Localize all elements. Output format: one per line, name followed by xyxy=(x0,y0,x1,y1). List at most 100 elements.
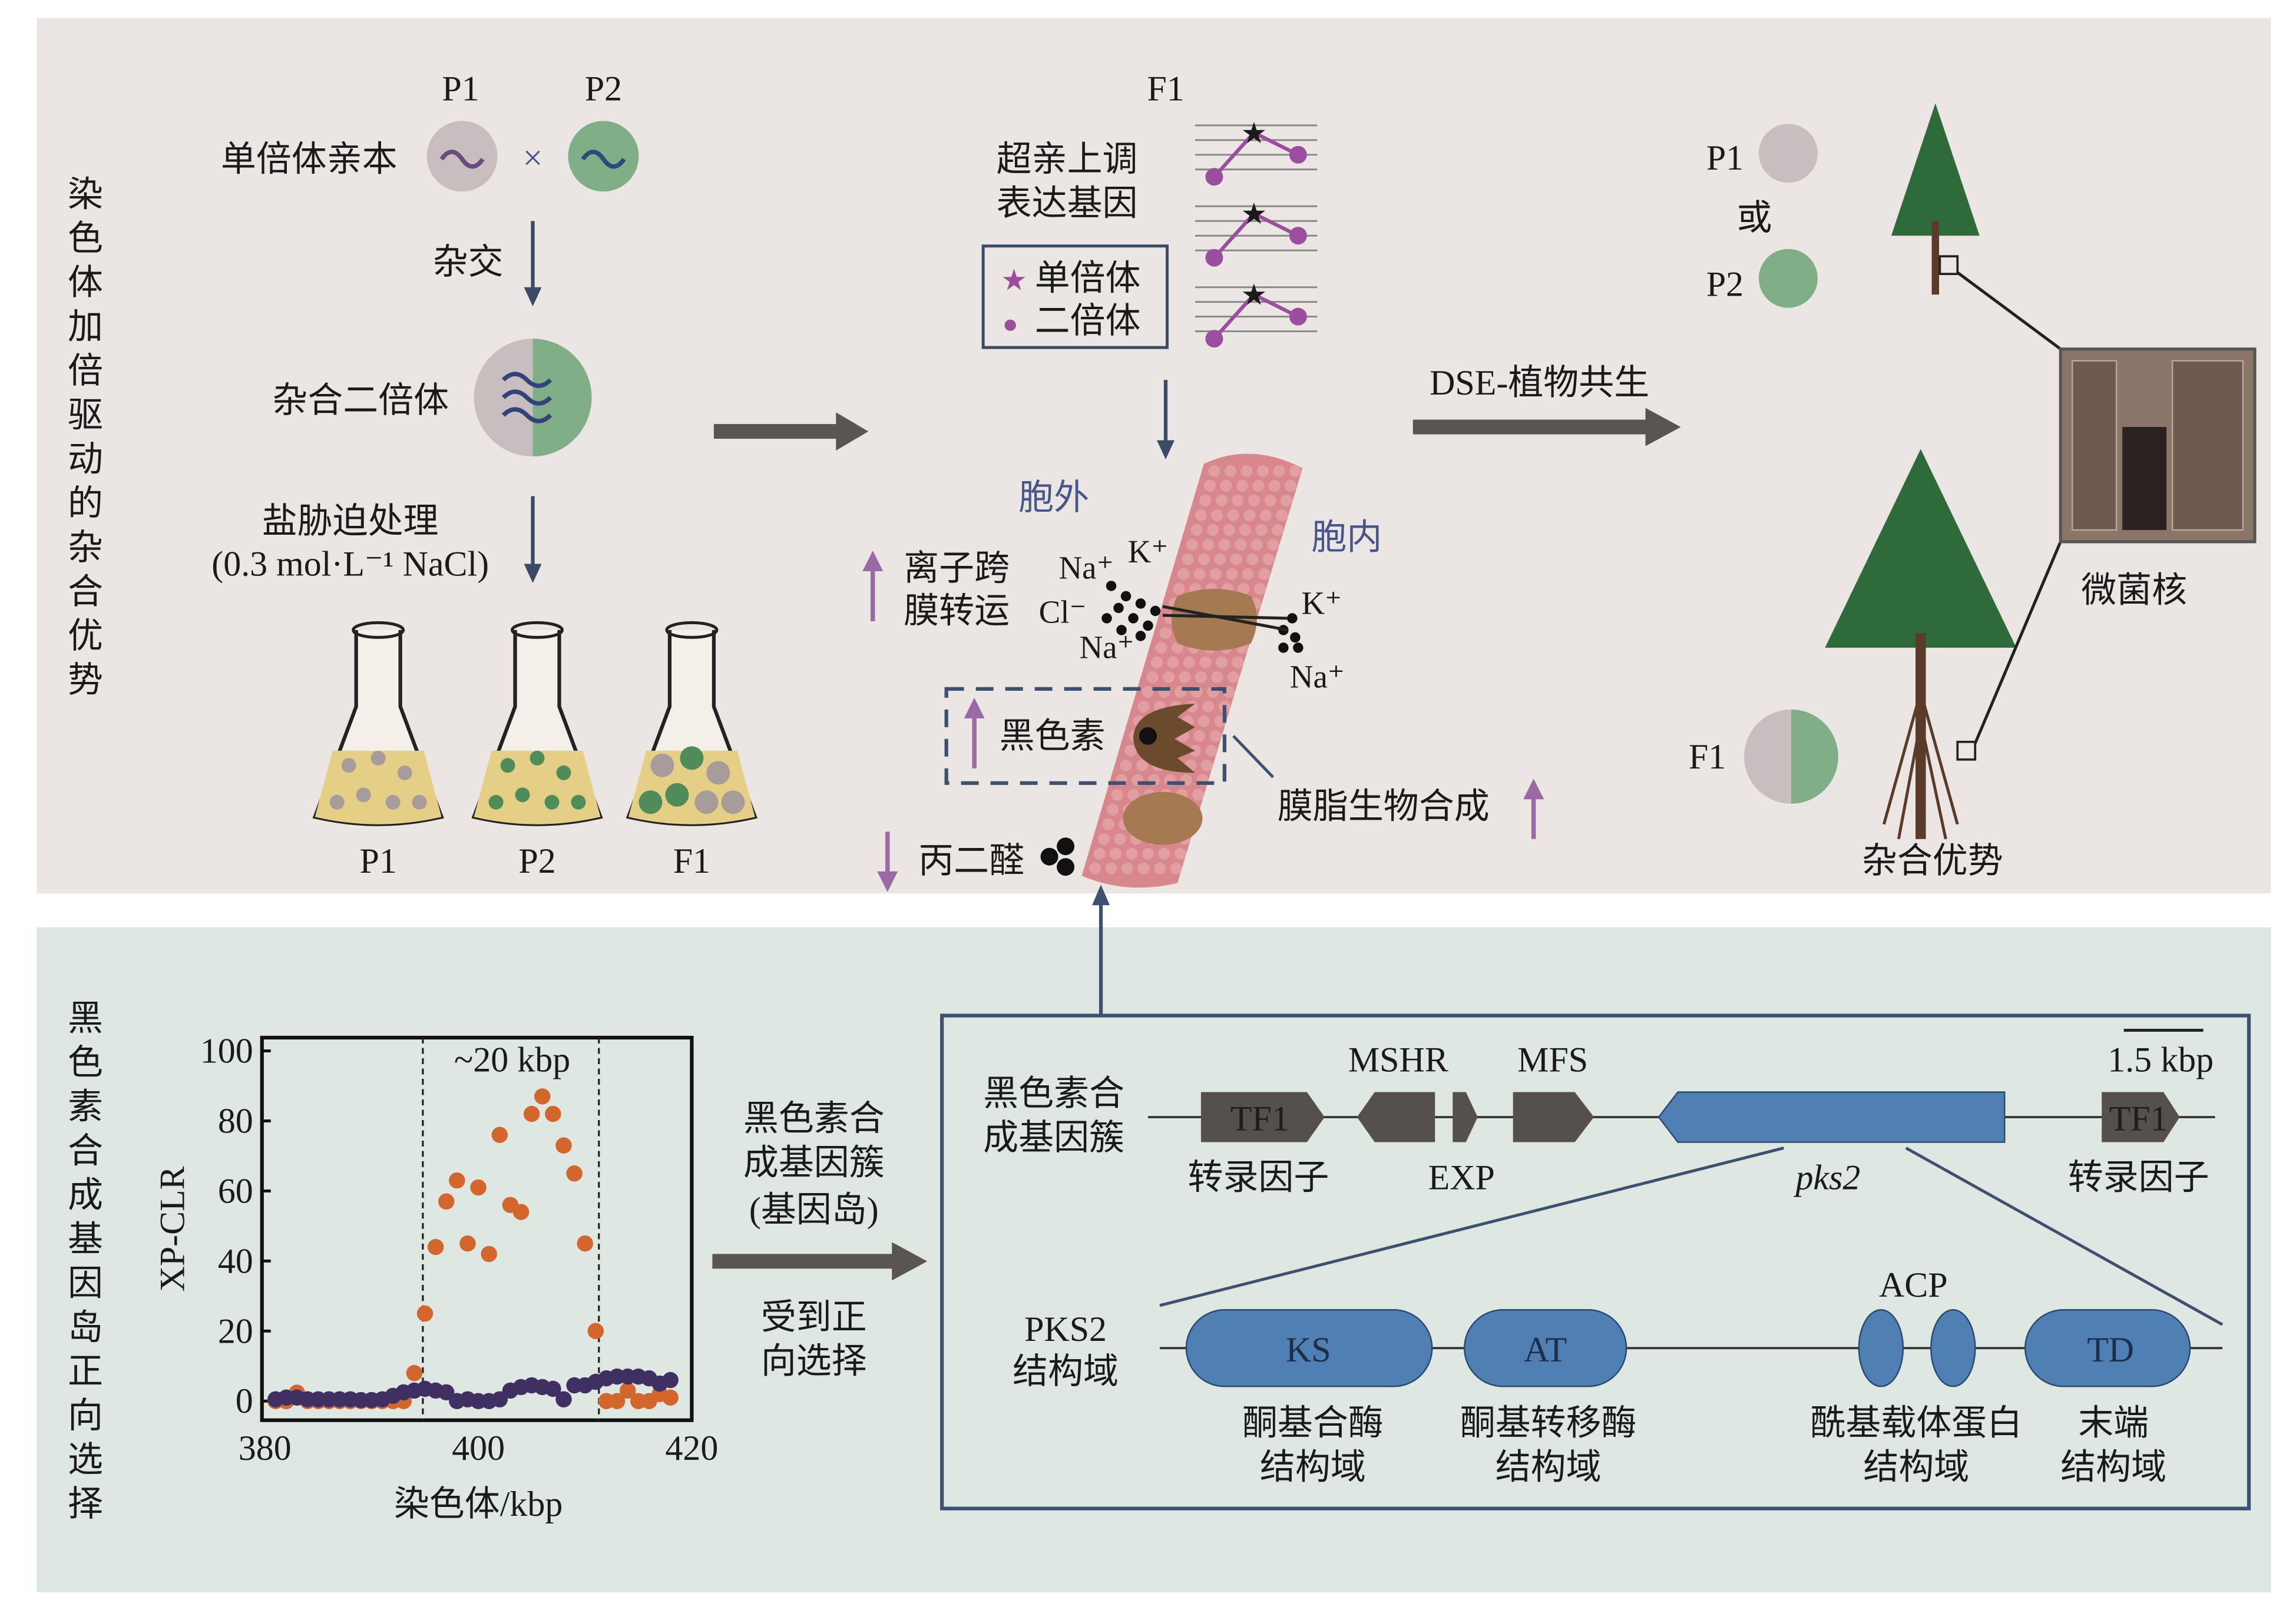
domain-desc: 结构域 xyxy=(2060,1448,2166,1487)
big-arrow-right-icon xyxy=(712,1242,928,1281)
gene-cluster-title-1: 黑色素合 xyxy=(983,1074,1124,1113)
side-title-char: 动 xyxy=(68,440,103,479)
flask-icon xyxy=(471,621,603,826)
label-p2: P2 xyxy=(585,69,622,108)
side-title-char: 素 xyxy=(68,1087,103,1126)
side-title-char: 杂 xyxy=(68,528,103,567)
melanin-label: 黑色素 xyxy=(1000,717,1106,756)
side-title-char: 染 xyxy=(68,175,103,214)
domain-acp xyxy=(1858,1309,1904,1387)
overdominant-label-2: 表达基因 xyxy=(997,184,1138,223)
data-point-series-1 xyxy=(416,1305,434,1322)
side-title-char: 因 xyxy=(68,1264,103,1303)
side-title-char: 正 xyxy=(68,1352,103,1391)
overdominant-label-1: 超亲上调 xyxy=(997,140,1138,178)
data-point-series-1 xyxy=(587,1323,604,1340)
domain-td xyxy=(2024,1309,2191,1387)
x-tick-label: 380 xyxy=(239,1429,292,1468)
label-f1: F1 xyxy=(1689,737,1726,776)
data-point-series-1 xyxy=(545,1105,561,1122)
membrane-protein xyxy=(1123,791,1203,845)
data-point-series-1 xyxy=(449,1172,465,1189)
data-point-series-1 xyxy=(534,1088,551,1105)
mda-label: 丙二醛 xyxy=(918,842,1024,880)
big-arrow-right-icon xyxy=(713,412,869,451)
ion-transport-label-2: 膜转运 xyxy=(904,591,1010,630)
domain-desc: 酰基载体蛋白 xyxy=(1810,1404,2022,1443)
y-axis-label: XP-CLR xyxy=(153,1166,191,1291)
gene-cluster-box xyxy=(940,1013,2251,1510)
data-point-series-2 xyxy=(491,1391,508,1407)
mda-molecule-icon xyxy=(1040,837,1075,876)
cluster-label-2: 成基因簇 xyxy=(743,1143,885,1182)
flask-icon xyxy=(312,621,444,826)
data-point-series-1 xyxy=(512,1204,530,1220)
flask-label: F1 xyxy=(673,842,710,880)
tf-label-right: 转录因子 xyxy=(2068,1158,2209,1197)
hybrid-diploid-cell xyxy=(474,339,592,457)
scale-bar-label: 1.5 kbp xyxy=(2108,1041,2214,1079)
y-tick-label: 20 xyxy=(218,1311,253,1350)
x-tick-label: 400 xyxy=(452,1429,505,1468)
ion-na: Na⁺ xyxy=(1058,549,1113,585)
side-title-char: 基 xyxy=(68,1220,103,1258)
salt-condition-label: (0.3 mol·L⁻¹ NaCl) xyxy=(211,544,489,583)
y-tick-label: 60 xyxy=(218,1171,253,1210)
y-tick-label: 80 xyxy=(218,1101,253,1140)
legend-haploid: 单倍体 xyxy=(1035,259,1141,298)
domain-desc: 结构域 xyxy=(1496,1448,1602,1487)
data-point-series-2 xyxy=(545,1380,561,1397)
bottom-panel xyxy=(37,927,2271,1593)
intracellular-label: 胞内 xyxy=(1311,518,1382,556)
side-title-char: 的 xyxy=(68,484,103,523)
svg-text:★: ★ xyxy=(1241,279,1268,312)
side-title-char: 优 xyxy=(68,617,103,655)
ion-na: Na⁺ xyxy=(1079,629,1134,665)
gene-cluster-title-2: 成基因簇 xyxy=(983,1118,1124,1157)
dot-icon: ● xyxy=(1003,309,1018,339)
lipid-biosynthesis-label: 膜脂生物合成 xyxy=(1278,787,1490,826)
side-title-char: 黑 xyxy=(68,999,103,1038)
gene-mfs xyxy=(1513,1092,1594,1142)
arrow-up-purple-icon xyxy=(862,550,884,621)
data-point-series-1 xyxy=(608,1393,626,1409)
cluster-label-1: 黑色素合 xyxy=(743,1099,885,1138)
side-title-char: 合 xyxy=(68,572,103,611)
domain-td-label: TD xyxy=(2087,1330,2134,1369)
f1-label: F1 xyxy=(1147,69,1184,108)
label-p1: P1 xyxy=(1706,138,1743,177)
arrow-down-icon xyxy=(524,221,542,307)
x-axis-label: 染色体/kbp xyxy=(394,1485,563,1523)
side-title-char: 势 xyxy=(68,661,103,700)
gene-exp xyxy=(1453,1092,1478,1142)
plot-frame xyxy=(260,1035,694,1422)
data-point-series-2 xyxy=(438,1384,455,1401)
gene-exp-label: EXP xyxy=(1428,1158,1495,1197)
extracellular-label: 胞外 xyxy=(1018,478,1089,517)
data-point-series-1 xyxy=(577,1235,593,1252)
region-annotation: ~20 kbp xyxy=(454,1041,570,1079)
arrow-up-purple-icon xyxy=(964,697,985,768)
ion-k: K⁺ xyxy=(1128,534,1169,569)
side-title-char: 加 xyxy=(68,307,103,346)
large-plant-icon xyxy=(1825,449,2017,840)
melanin-dashed-box xyxy=(944,687,1227,785)
arrow-up-purple-icon xyxy=(1523,779,1544,839)
data-point-series-1 xyxy=(470,1179,487,1196)
flask-icon xyxy=(626,621,758,826)
data-point-series-1 xyxy=(566,1165,583,1182)
p2-cell xyxy=(1758,249,1818,308)
ion-transport-label-1: 离子跨 xyxy=(904,549,1010,588)
side-title-char: 成 xyxy=(68,1175,103,1214)
or-label: 或 xyxy=(1736,198,1772,237)
domain-desc: 结构域 xyxy=(1260,1448,1366,1487)
hybrid-diploid-label: 杂合二倍体 xyxy=(272,381,449,420)
flask-label: P2 xyxy=(518,842,555,880)
flask-label: P1 xyxy=(360,842,397,880)
side-title-char: 向 xyxy=(68,1396,103,1435)
gene-pks2-label: pks2 xyxy=(1793,1158,1860,1197)
callout-line xyxy=(1232,735,1275,779)
tf-label-left: 转录因子 xyxy=(1187,1158,1329,1197)
